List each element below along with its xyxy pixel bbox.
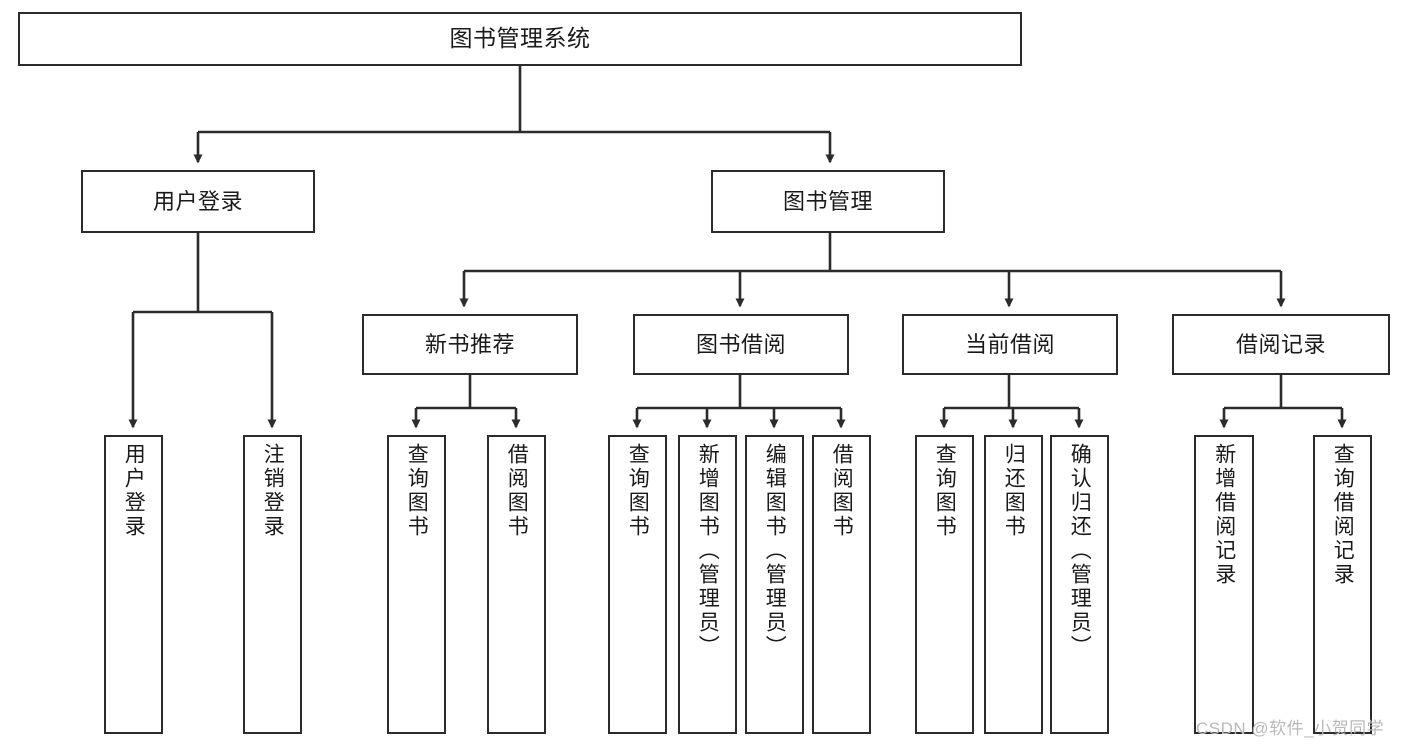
leaf-node[interactable]: 编辑图书（管理员）: [745, 435, 804, 734]
node-borrow-record-label: 借阅记录: [1235, 331, 1326, 357]
leaf-node[interactable]: 查询借阅记录: [1313, 435, 1372, 734]
node-new-book-recommend[interactable]: 新书推荐: [362, 314, 578, 375]
leaf-node-label: 借阅图书: [505, 443, 529, 539]
leaf-node[interactable]: 查询图书: [915, 435, 974, 734]
node-user-login-label: 用户登录: [152, 188, 243, 214]
leaf-node[interactable]: 确认归还（管理员）: [1050, 435, 1109, 734]
leaf-node[interactable]: 借阅图书: [487, 435, 546, 734]
leaf-node-label: 查询借阅记录: [1331, 443, 1355, 587]
leaf-node[interactable]: 查询图书: [387, 435, 446, 734]
node-user-login[interactable]: 用户登录: [81, 170, 315, 233]
leaf-node-label: 新增图书（管理员）: [696, 443, 720, 659]
leaf-node[interactable]: 归还图书: [984, 435, 1043, 734]
leaf-node-label: 借阅图书: [830, 443, 854, 539]
node-current-borrow[interactable]: 当前借阅: [902, 314, 1118, 375]
node-book-management[interactable]: 图书管理: [711, 170, 945, 233]
node-current-borrow-label: 当前借阅: [964, 331, 1055, 357]
leaf-node[interactable]: 用户登录: [104, 435, 163, 734]
node-root[interactable]: 图书管理系统: [18, 12, 1022, 66]
leaf-node-label: 注销登录: [261, 443, 285, 539]
leaf-node-label: 用户登录: [122, 443, 146, 539]
leaf-node-label: 查询图书: [405, 443, 429, 539]
leaf-node[interactable]: 借阅图书: [812, 435, 871, 734]
csdn-watermark: CSDN @软件_小贺同学: [1196, 719, 1385, 738]
node-root-label: 图书管理系统: [449, 25, 591, 52]
node-book-borrow-label: 图书借阅: [695, 331, 786, 357]
leaf-node[interactable]: 新增图书（管理员）: [678, 435, 737, 734]
node-book-management-label: 图书管理: [782, 188, 873, 214]
leaf-node-label: 查询图书: [626, 443, 650, 539]
leaf-node[interactable]: 新增借阅记录: [1194, 435, 1254, 734]
node-book-borrow[interactable]: 图书借阅: [633, 314, 849, 375]
node-new-book-recommend-label: 新书推荐: [424, 331, 515, 357]
leaf-node-label: 新增借阅记录: [1212, 443, 1236, 587]
node-borrow-record[interactable]: 借阅记录: [1172, 314, 1390, 375]
leaf-node[interactable]: 查询图书: [608, 435, 667, 734]
leaf-node-label: 编辑图书（管理员）: [763, 443, 787, 659]
leaf-node-label: 归还图书: [1002, 443, 1026, 539]
leaf-node[interactable]: 注销登录: [243, 435, 302, 734]
leaf-node-label: 确认归还（管理员）: [1068, 443, 1092, 659]
leaf-node-label: 查询图书: [933, 443, 957, 539]
